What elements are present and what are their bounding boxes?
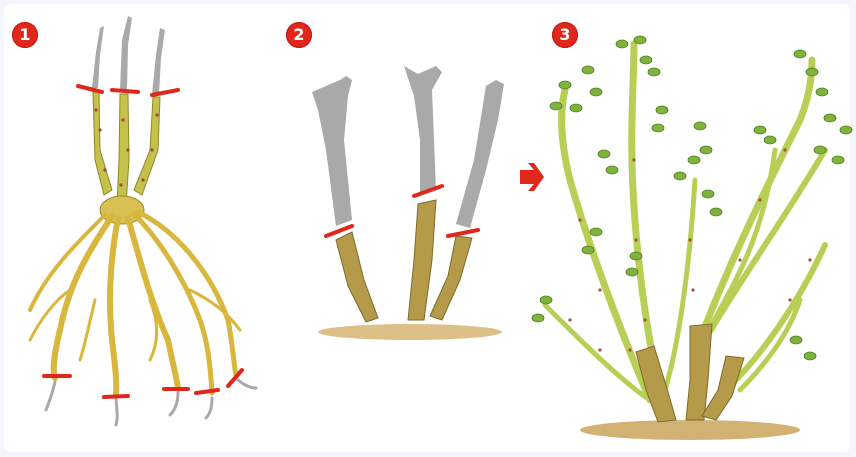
arrow-right-icon [520,163,544,191]
soil-2 [318,324,502,340]
removed-top-1 [312,76,352,226]
trimmed-tip-1 [92,26,104,88]
panel-1-bare-root-plant [30,16,256,425]
step-number-3: 3 [552,22,578,48]
panel-2-pruned-plant [312,66,504,340]
trimmed-root-ends [46,380,256,425]
step-number-1: 1 [12,22,38,48]
soil-3 [580,420,800,440]
new-canes [545,44,825,400]
roots [30,212,240,395]
panel-3-grown-bush [532,36,852,440]
removed-top-3 [456,80,504,228]
step-number-2: 2 [286,22,312,48]
stub-3 [430,236,472,320]
stub-2 [408,200,436,320]
cut-marks-1 [44,86,242,397]
removed-top-2 [404,66,442,194]
cane-3 [134,97,160,195]
trimmed-tip-3 [152,28,165,94]
trimmed-tip-2 [120,16,132,90]
cane-1 [93,92,112,195]
stub-1 [336,232,378,322]
